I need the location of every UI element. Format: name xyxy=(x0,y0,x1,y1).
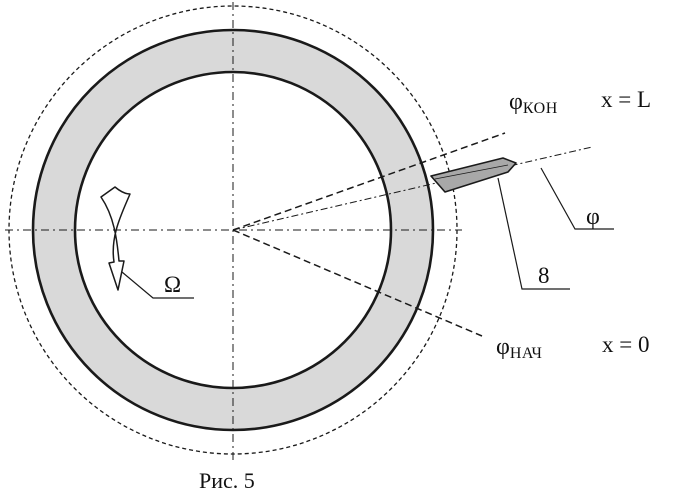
tool-body xyxy=(431,158,516,192)
phi-start-line xyxy=(233,230,482,336)
part-number-label: 8 xyxy=(538,263,550,288)
phi-start-symbol: φ xyxy=(496,334,510,360)
phi-leader xyxy=(541,168,614,229)
part8-leader xyxy=(498,178,570,289)
phi-label: φ xyxy=(586,204,600,230)
omega-leader xyxy=(122,272,194,298)
phi-end-symbol: φ xyxy=(509,89,523,115)
phi-start-label: φНАЧ xyxy=(496,334,542,362)
phi-end-subscript: КОН xyxy=(523,100,558,117)
x-end-label: x = L xyxy=(601,87,651,112)
x-start-label: x = 0 xyxy=(602,332,649,357)
omega-label: Ω xyxy=(164,272,181,297)
phi-end-label: φКОН xyxy=(509,89,558,117)
phi-start-subscript: НАЧ xyxy=(510,345,543,362)
figure-caption: Рис. 5 xyxy=(199,468,255,493)
